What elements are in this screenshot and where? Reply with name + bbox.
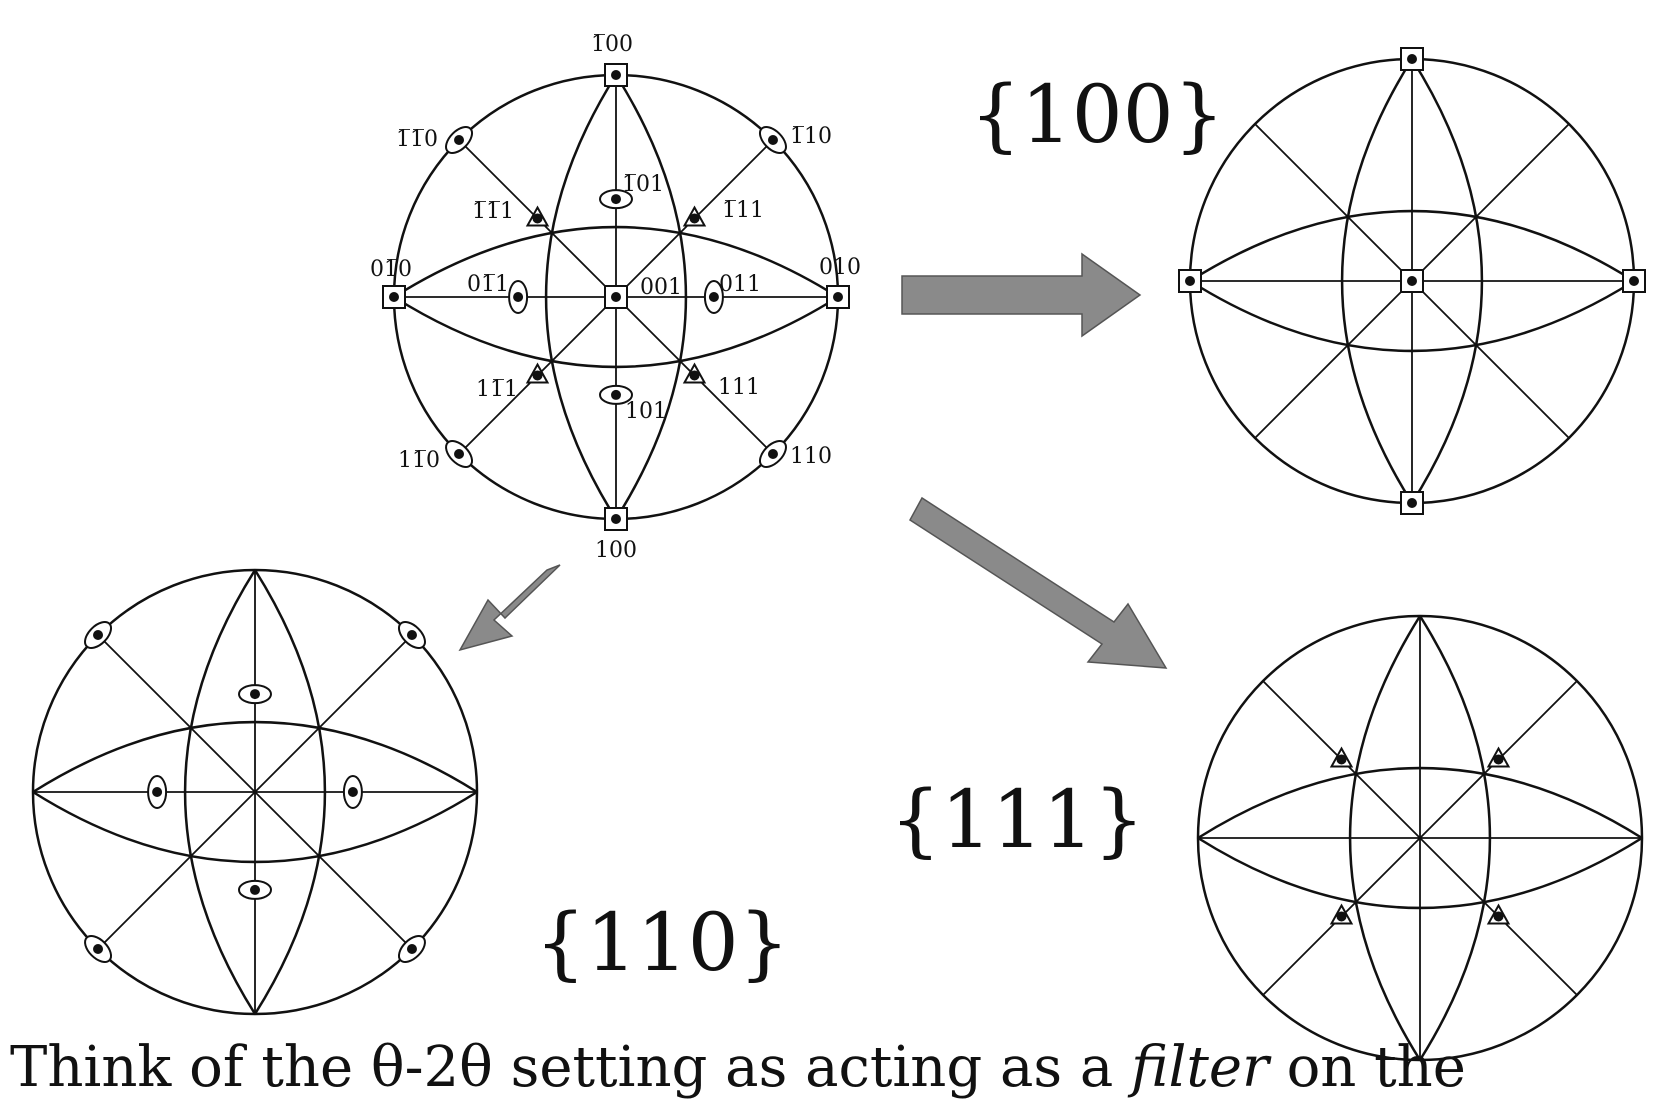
label-ll-outer: 11̅0 [398, 448, 440, 473]
caption-after: on the [1268, 1035, 1466, 1100]
pole-dot [708, 292, 719, 302]
pole-dot [1629, 276, 1639, 286]
pole-dot [93, 943, 104, 954]
pole-dot [454, 448, 465, 459]
label-left: 01̅0 [370, 257, 412, 282]
pole-dot [1336, 754, 1347, 765]
label-ul-outer: 1̅1̅0 [396, 127, 438, 152]
pole-dot [532, 213, 543, 224]
label-111-family: {111} [890, 773, 1145, 866]
label-upper-mid: 1̅01 [622, 172, 664, 197]
arrow-down-right [909, 496, 1168, 669]
pole-dot [532, 370, 543, 381]
diagonal-line [1262, 680, 1578, 996]
great-circle-arc [1418, 615, 1492, 1061]
pole-dot [611, 70, 621, 80]
label-100-family: {100} [970, 68, 1225, 161]
label-ur-outer: 1̅10 [790, 124, 832, 149]
projection-110-filtered [31, 568, 479, 1016]
great-circle-arc [544, 74, 618, 520]
caption-emphasis: filter [1131, 1035, 1269, 1100]
great-circle-arc [32, 790, 478, 864]
label-lr-outer: 110 [790, 444, 832, 469]
pole-dot [347, 787, 358, 797]
pole-dot [611, 389, 621, 400]
pole-dot [611, 194, 621, 205]
main-stereographic-projection: 1̅00 100 01̅0 010 001 1̅1̅0 1̅10 11̅0 110 1̅1̅1 1̅… [370, 32, 861, 563]
projection-100-filtered [1178, 47, 1646, 515]
caption-before: Think of the θ-2θ setting as acting as a [10, 1035, 1132, 1100]
diagonal-line [97, 634, 413, 950]
pole-dot [1407, 54, 1417, 64]
projection-111-filtered [1196, 614, 1644, 1062]
pole-dot [250, 689, 260, 700]
great-circle-arc [1340, 58, 1414, 504]
great-circle-arc [1197, 766, 1643, 840]
arrow-down-left [458, 564, 561, 652]
pole-dot [1493, 754, 1504, 765]
great-circle-arc [1197, 836, 1643, 910]
label-lr-inner: 111 [718, 375, 760, 400]
pole-dot [513, 292, 524, 302]
label-ur-inner: 1̅11 [722, 198, 764, 223]
pole-dot [1493, 911, 1504, 922]
pole-dot [767, 135, 778, 146]
pole-dot [767, 448, 778, 459]
label-right-mid: 011 [719, 272, 761, 297]
great-circle-arc [253, 569, 327, 1015]
arrow-right [901, 252, 1142, 338]
label-lower-mid: 101 [625, 399, 667, 424]
label-bottom: 100 [595, 538, 637, 563]
label-top: 1̅00 [591, 32, 633, 57]
pole-dot [611, 514, 621, 524]
pole-dot [406, 630, 417, 641]
label-ll-inner: 11̅1 [476, 377, 518, 402]
pole-dot [389, 292, 399, 302]
pole-dot [454, 135, 465, 146]
pole-dot [406, 943, 417, 954]
pole-dot [1407, 276, 1417, 286]
pole-dot [93, 630, 104, 641]
great-circle-arc [1189, 279, 1635, 353]
great-circle-arc [614, 74, 688, 520]
pole-dot [1185, 276, 1195, 286]
label-center: 001 [640, 275, 682, 300]
great-circle-arc [1348, 615, 1422, 1061]
pole-dot [611, 292, 621, 302]
pole-dot [689, 370, 700, 381]
pole-dot [1336, 911, 1347, 922]
label-right: 010 [819, 255, 861, 280]
great-circle-arc [393, 295, 839, 369]
label-ul-inner: 1̅1̅1 [472, 199, 514, 224]
caption-text: Think of the θ-2θ setting as acting as a… [10, 1040, 1466, 1096]
pole-dot [152, 787, 163, 797]
label-left-mid: 01̅1 [467, 272, 509, 297]
pole-dot [833, 292, 843, 302]
great-circle-arc [32, 720, 478, 794]
great-circle-arc [393, 225, 839, 299]
pole-dot [250, 884, 260, 895]
great-circle-arc [1410, 58, 1484, 504]
pole-dot [1407, 498, 1417, 508]
great-circle-arc [183, 569, 257, 1015]
great-circle-arc [1189, 209, 1635, 283]
label-110-family: {110} [535, 896, 790, 989]
pole-dot [689, 213, 700, 224]
